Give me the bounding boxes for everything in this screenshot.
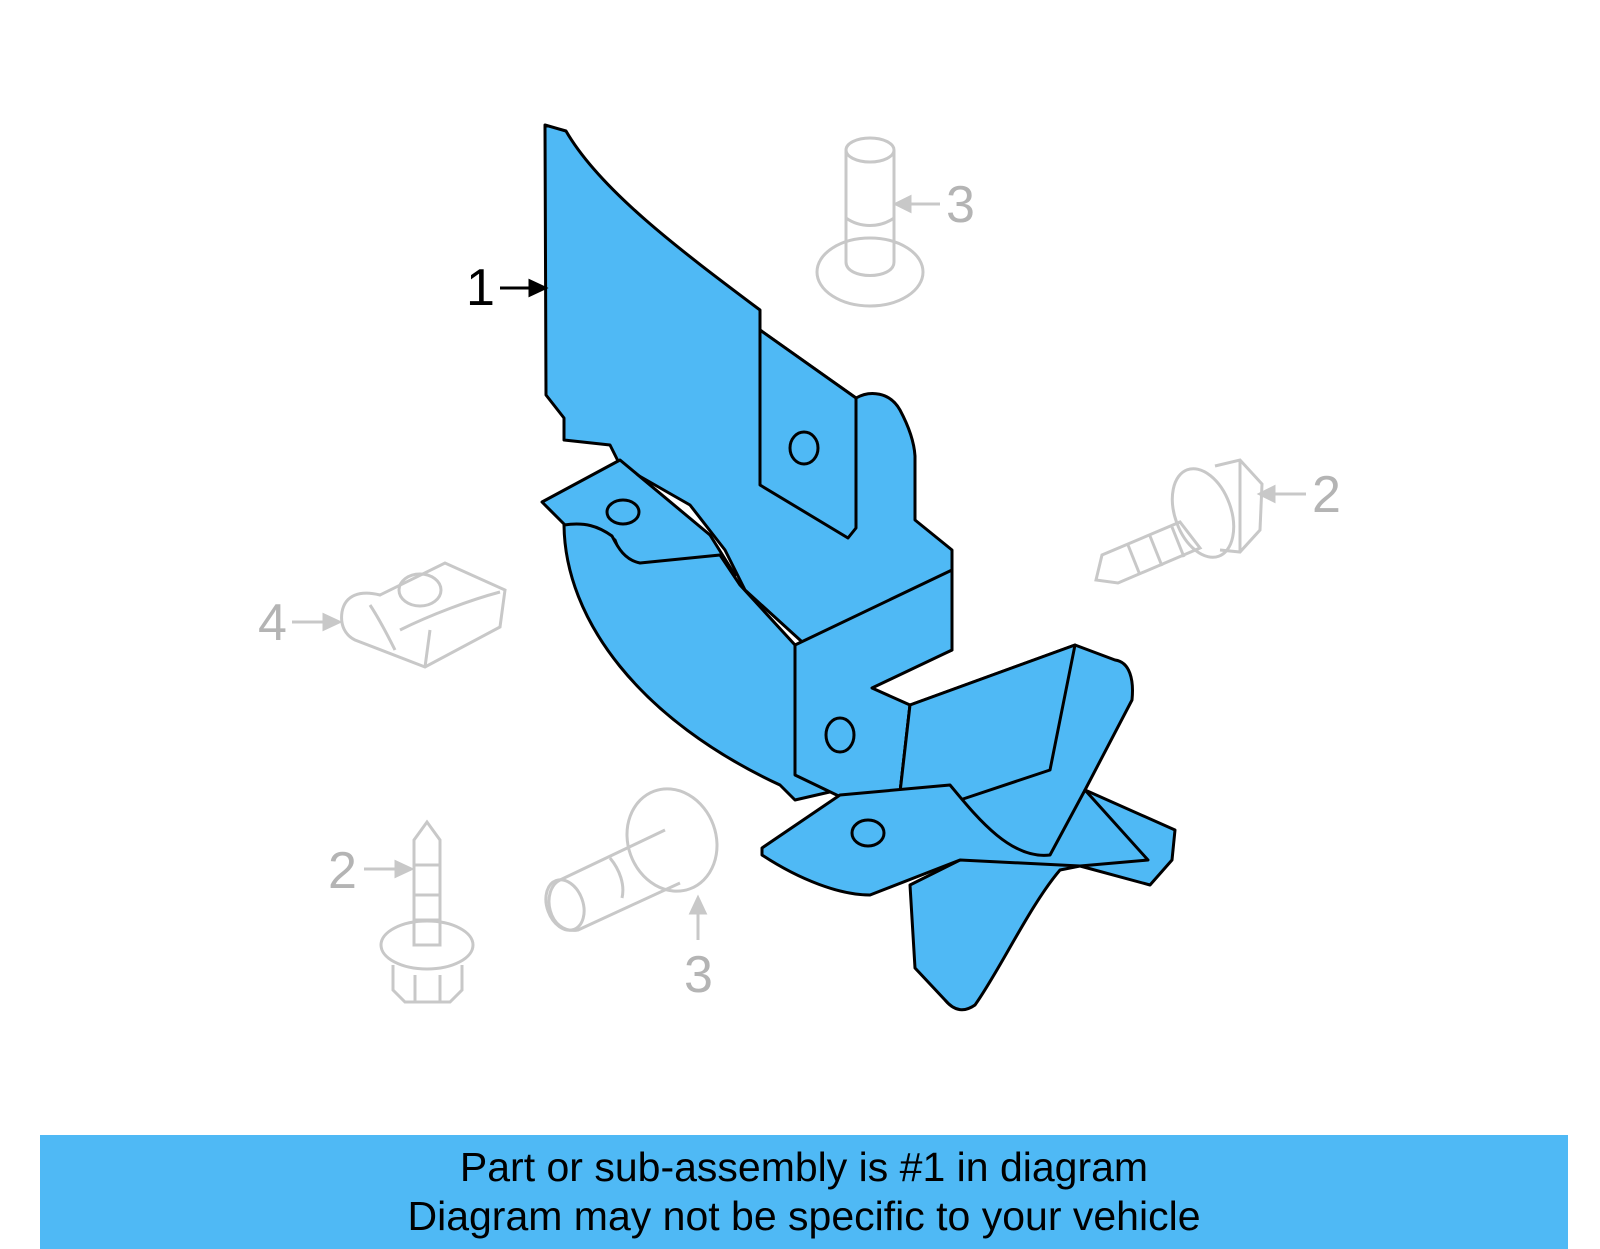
callout-3-upper-arrow [892,194,940,214]
callout-1-label: 1 [466,259,495,317]
rivet-lower-3[interactable] [539,776,731,936]
callout-2-lower-arrow [364,859,415,879]
rivet-upper-3[interactable] [815,136,925,308]
callout-3-lower-arrow [688,894,708,940]
hole-upper [788,430,820,466]
callout-2-upper-label: 2 [1312,466,1341,524]
callout-4-arrow [292,612,343,632]
callout-2-lower-label: 2 [328,842,357,900]
callout-1-arrow [500,278,549,298]
hole-lower-tab [850,818,886,848]
bolt-lower-2[interactable] [379,819,475,1004]
info-banner: Part or sub-assembly is #1 in diagram Di… [40,1135,1568,1249]
banner-line-2: Diagram may not be specific to your vehi… [407,1193,1201,1239]
hole-left-ear [605,498,641,526]
callout-2-upper-arrow [1256,484,1306,504]
bracket-part-1[interactable] [540,123,1177,1012]
callout-3-lower-label: 3 [684,946,713,1004]
callout-3-upper-label: 3 [946,176,975,234]
banner-line-1: Part or sub-assembly is #1 in diagram [459,1144,1149,1190]
clip-nut-4[interactable] [340,561,507,669]
bolt-upper-2[interactable] [1094,458,1264,585]
callout-4-label: 4 [258,594,287,652]
hole-center [824,716,856,754]
bracket-lower-tab [760,783,1150,897]
